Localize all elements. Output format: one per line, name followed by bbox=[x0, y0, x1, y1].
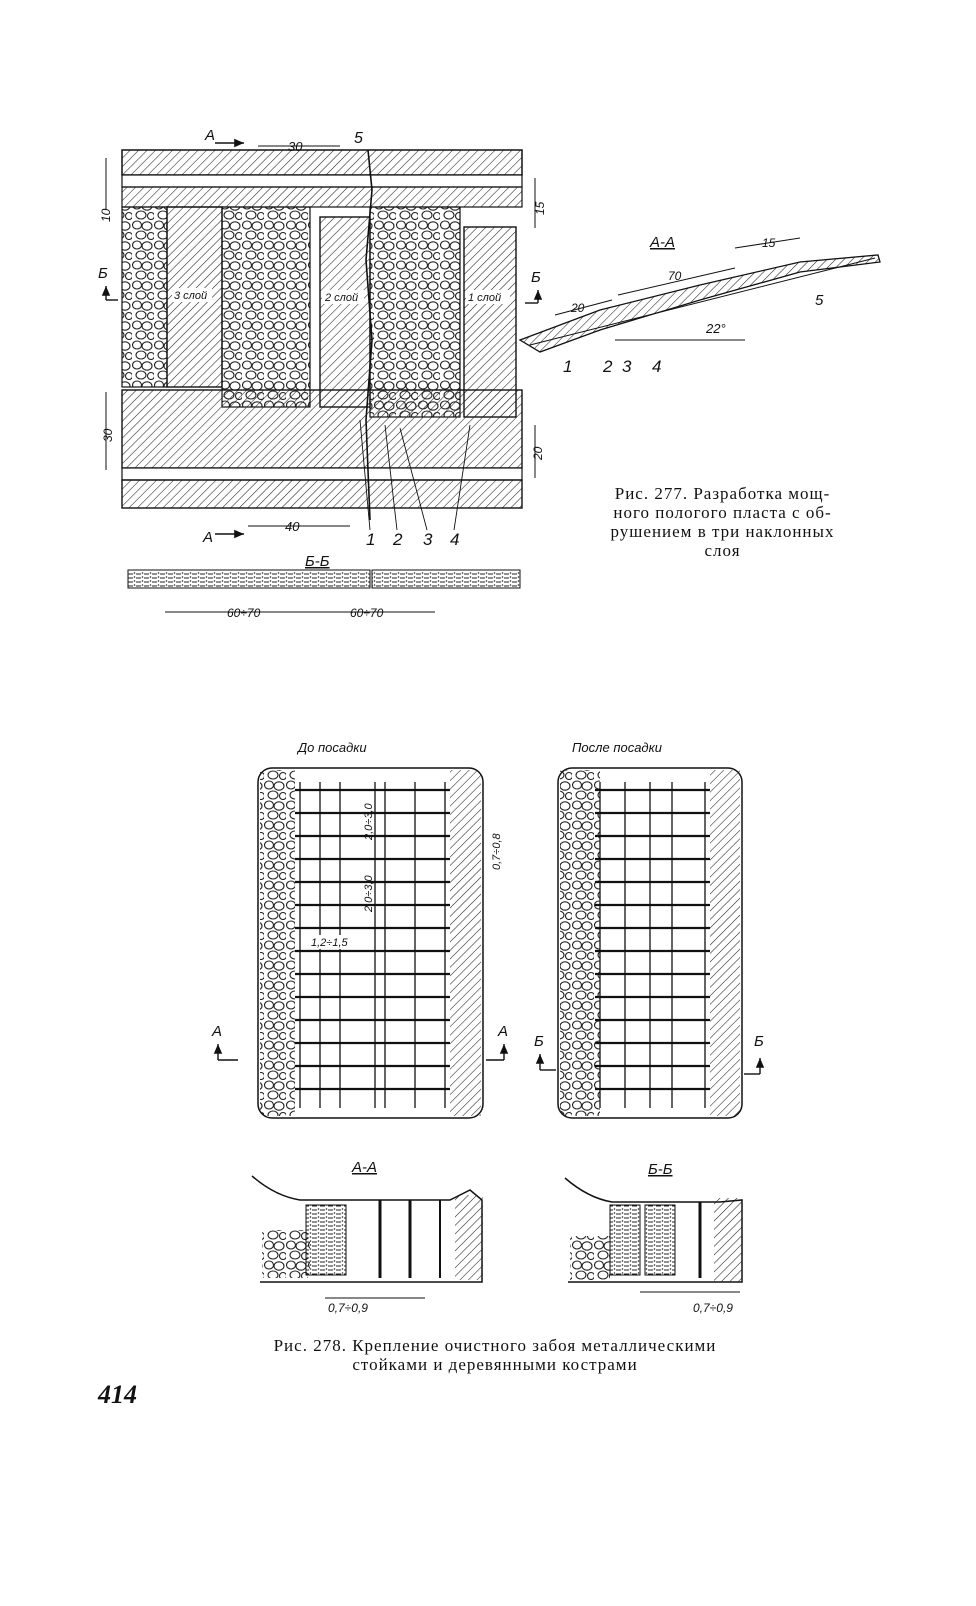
fig278-section-aa: А-А 0,7÷0,9 bbox=[251, 1159, 483, 1315]
aa-dim-15: 15 bbox=[762, 236, 776, 250]
caption-fig277-line-2: ного пологого пласта с об- bbox=[613, 503, 832, 522]
mark-5-plan: 5 bbox=[354, 130, 363, 147]
section-a-mark-bottom: А bbox=[202, 529, 213, 546]
dim-20-right: 20 bbox=[531, 446, 545, 461]
caption-fig277-line-3: рушением в три наклонных bbox=[610, 522, 835, 541]
s278-aa-dim: 0,7÷0,9 bbox=[328, 1301, 368, 1315]
layer2-label: 2 слой bbox=[324, 292, 358, 304]
mark-3-plan: 3 bbox=[423, 530, 433, 549]
section-b-mark-left: Б bbox=[98, 265, 108, 282]
dim-30-left: 30 bbox=[101, 428, 115, 442]
after-title: После посадки bbox=[572, 740, 662, 755]
fig277-section-bb: Б-Б 60÷70 60÷70 bbox=[127, 553, 521, 620]
caption-fig277-line-1: Рис. 277. Разработка мощ- bbox=[614, 484, 831, 503]
dim-10: 10 bbox=[99, 208, 113, 222]
before-dim-d4: 1,2÷1,5 bbox=[311, 937, 349, 949]
before-timber-rows bbox=[295, 782, 450, 1108]
before-title: До посадки bbox=[296, 740, 367, 755]
after-section-b-right: Б bbox=[754, 1033, 764, 1050]
dim-30-top: 30 bbox=[288, 139, 303, 154]
aa-mark-5: 5 bbox=[815, 292, 824, 309]
mark-2-plan: 2 bbox=[392, 530, 403, 549]
aa-mark-4: 4 bbox=[652, 357, 661, 376]
before-section-a-left: А bbox=[211, 1023, 222, 1040]
fig278-before: До посадки 2,0÷3,0 0,7÷0,8 2,0÷3,0 1,2÷1… bbox=[211, 740, 509, 1119]
fig277-section-aa: А-А 15 70 20 22° 1 2 3 4 5 bbox=[518, 234, 881, 376]
mark-4-plan: 4 bbox=[450, 530, 459, 549]
caption-fig278: Рис. 278. Крепление очистного забоя мета… bbox=[190, 1336, 800, 1374]
caption-fig277-line-4: слоя bbox=[704, 541, 741, 560]
before-dim-d3: 2,0÷3,0 bbox=[363, 874, 375, 913]
section-a-mark-top: А bbox=[204, 127, 215, 144]
fig278-after: После посадки Б Б bbox=[534, 740, 765, 1119]
caption-fig278-line-2: стойками и деревянными кострами bbox=[352, 1355, 638, 1374]
section-aa-title: А-А bbox=[649, 234, 675, 251]
aa-mark-1: 1 bbox=[563, 357, 572, 376]
layer1-label: 1 слой bbox=[468, 292, 501, 304]
before-dim-d1: 2,0÷3,0 bbox=[363, 802, 375, 841]
s278-bb-title: Б-Б bbox=[648, 1161, 673, 1178]
fig277-plan: 3 слой 2 слой 1 слой А А Б Б 30 5 10 15 … bbox=[98, 127, 547, 549]
aa-dim-70: 70 bbox=[668, 269, 682, 283]
section-bb-title: Б-Б bbox=[305, 553, 330, 570]
dim-15: 15 bbox=[533, 201, 547, 215]
bb-dim-left: 60÷70 bbox=[227, 606, 261, 620]
page-number: 414 bbox=[98, 1380, 137, 1409]
section-b-mark-right: Б bbox=[531, 269, 541, 286]
s278-bb-dim: 0,7÷0,9 bbox=[693, 1301, 733, 1315]
after-timber-rows bbox=[595, 782, 710, 1108]
before-section-a-right: А bbox=[497, 1023, 508, 1040]
aa-mark-2: 2 bbox=[602, 357, 613, 376]
fig278-section-bb: Б-Б 0,7÷0,9 bbox=[564, 1161, 743, 1315]
layer3-label: 3 слой bbox=[174, 290, 207, 302]
mark-1-plan: 1 bbox=[366, 530, 375, 549]
caption-fig278-line-1: Рис. 278. Крепление очистного забоя мета… bbox=[273, 1336, 717, 1355]
aa-mark-3: 3 bbox=[622, 357, 632, 376]
bb-dim-right: 60÷70 bbox=[350, 606, 384, 620]
s278-aa-title: А-А bbox=[351, 1159, 377, 1176]
dim-40: 40 bbox=[285, 519, 300, 534]
before-dim-d2: 0,7÷0,8 bbox=[491, 832, 503, 870]
aa-dim-20: 20 bbox=[570, 301, 585, 315]
caption-fig277: Рис. 277. Разработка мощ- ного пологого … bbox=[570, 484, 875, 560]
after-section-b-left: Б bbox=[534, 1033, 544, 1050]
aa-angle: 22° bbox=[705, 321, 726, 336]
